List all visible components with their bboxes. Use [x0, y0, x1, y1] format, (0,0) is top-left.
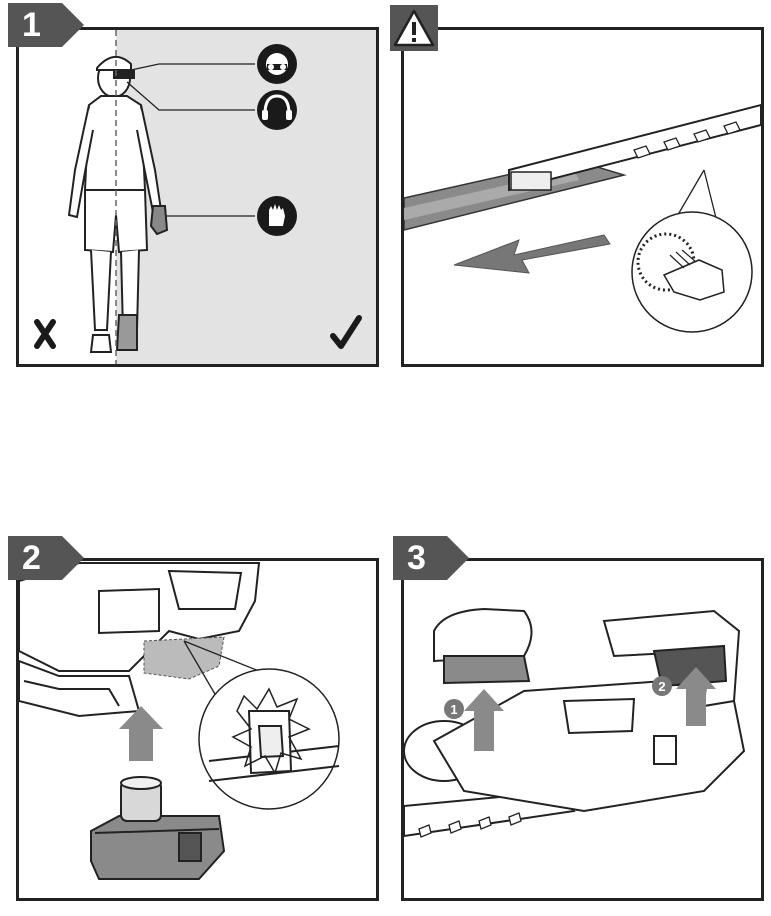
- warning-tab: [390, 5, 438, 51]
- panel-warning: [401, 27, 764, 367]
- panel-step-2: [16, 558, 379, 901]
- panel-step-1: [16, 27, 379, 367]
- callout-2-label: 2: [658, 679, 665, 694]
- step-3-number: 3: [407, 539, 426, 577]
- blade-warning-illustration: [404, 103, 761, 333]
- battery-insert-illustration: [19, 562, 340, 880]
- panel-step-3: 1 2: [401, 558, 764, 901]
- warning-triangle-icon: [393, 9, 435, 47]
- safety-glasses-icon: [257, 44, 297, 84]
- step-1-number: 1: [22, 6, 41, 44]
- callout-2: 2: [652, 676, 672, 696]
- step-1-tab: 1: [8, 3, 84, 47]
- cross-mark-icon: [34, 319, 56, 349]
- ear-protection-icon: [257, 90, 297, 130]
- callout-1: 1: [444, 699, 464, 719]
- two-hand-grip-illustration: 1 2: [404, 607, 746, 838]
- gloves-icon: [257, 196, 297, 236]
- step-2-number: 2: [22, 539, 41, 577]
- check-mark-icon: [330, 315, 362, 349]
- callout-1-label: 1: [450, 702, 457, 717]
- ppe-illustration: [34, 30, 376, 364]
- step-2-tab: 2: [8, 536, 84, 580]
- step-3-tab: 3: [393, 536, 469, 580]
